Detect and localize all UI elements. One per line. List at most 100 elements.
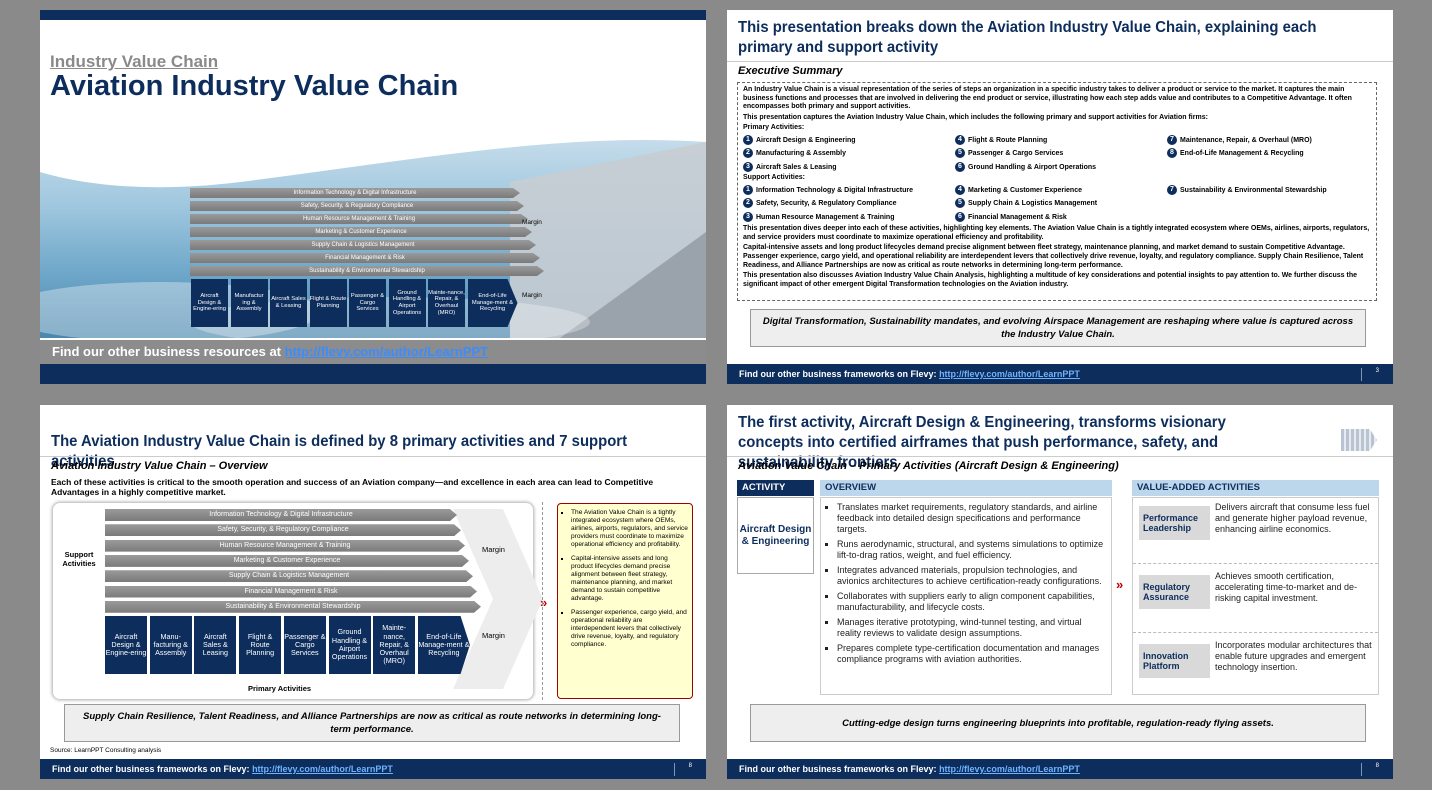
support-bar: Marketing & Customer Experience xyxy=(105,555,469,567)
number-badge: 6 xyxy=(955,161,965,172)
slide-title: The Aviation Industry Value Chain is def… xyxy=(51,433,628,470)
item-label: End-of-Life Management & Recycling xyxy=(1180,150,1304,158)
primary-box: Flight & Route Planning xyxy=(309,279,347,327)
item-label: Passenger & Cargo Services xyxy=(968,150,1064,158)
support-bar: Financial Management & Risk xyxy=(105,586,477,598)
page-number: 8 xyxy=(673,763,692,776)
margin-label: Margin xyxy=(482,631,505,640)
list-item xyxy=(1167,198,1379,208)
overview-bullet: Prepares complete type-certification doc… xyxy=(837,643,1107,665)
dashed-divider xyxy=(542,502,543,700)
primary-box: Ground Handling & Airport Operations xyxy=(388,279,426,327)
va-text: Delivers aircraft that consume less fuel… xyxy=(1215,502,1370,534)
divider xyxy=(727,456,1393,457)
item-label: Financial Management & Risk xyxy=(968,213,1067,221)
support-bar: Information Technology & Digital Infrast… xyxy=(105,509,457,521)
flevy-link[interactable]: http://flevy.com/author/LearnPPT xyxy=(939,369,1080,379)
intro-text: Each of these activities is critical to … xyxy=(51,477,654,497)
overview-bullet: Integrates advanced materials, propulsio… xyxy=(837,565,1107,587)
flevy-link[interactable]: http://flevy.com/author/LearnPPT xyxy=(284,344,489,359)
va-label: Regulatory Assurance xyxy=(1139,575,1210,609)
primary-box: Mainte-nance, Repair, & Overhaul (MRO) xyxy=(373,616,416,674)
number-badge: 6 xyxy=(955,211,965,222)
support-bar: Human Resource Management & Training xyxy=(190,214,528,224)
overview-panel: Translates market requirements, regulato… xyxy=(820,497,1112,695)
footer-bar xyxy=(40,364,706,384)
list-item xyxy=(1167,162,1379,172)
number-badge: 4 xyxy=(955,134,965,145)
support-bar: Supply Chain & Logistics Management xyxy=(190,240,536,250)
page-title: Aviation Industry Value Chain xyxy=(50,70,459,102)
item-label: Supply Chain & Logistics Management xyxy=(968,200,1098,208)
resources-banner: Find our other business resources at htt… xyxy=(40,340,706,364)
support-bar: Supply Chain & Logistics Management xyxy=(105,570,473,582)
overview-header: OVERVIEW xyxy=(820,480,1112,496)
primary-box: End-of-Life Manage-ment & Recycling xyxy=(467,279,518,327)
primary-box: Passenger & Cargo Services xyxy=(283,616,326,674)
item-label: Manufacturing & Assembly xyxy=(756,150,846,158)
top-band xyxy=(40,10,706,20)
support-bar: Safety, Security, & Regulatory Complianc… xyxy=(190,201,524,211)
source-note: Source: LearnPPT Consulting analysis xyxy=(50,747,162,754)
item-label: Sustainability & Environmental Stewardsh… xyxy=(1180,186,1327,194)
item-label: Ground Handling & Airport Operations xyxy=(968,163,1097,171)
flevy-link[interactable]: http://flevy.com/author/LearnPPT xyxy=(252,764,393,774)
support-label: Support Activities xyxy=(62,550,96,568)
va-label: Performance Leadership xyxy=(1139,506,1210,540)
footer: Find our other business frameworks on Fl… xyxy=(727,364,1393,384)
slide-title: This presentation breaks down the Aviati… xyxy=(738,19,1317,56)
flevy-link[interactable]: http://flevy.com/author/LearnPPT xyxy=(939,764,1080,774)
primary-box: Aircraft Sales & Leasing xyxy=(270,279,307,327)
primary-box: Aircraft Sales & Leasing xyxy=(194,616,237,674)
margin-chevron xyxy=(453,509,543,689)
primary-box: Ground Handling & Airport Operations xyxy=(328,616,371,674)
va-text: Achieves smooth certification, accelerat… xyxy=(1215,571,1358,603)
slide-title[interactable]: Industry Value Chain Aviation Industry V… xyxy=(40,10,706,384)
number-badge: 1 xyxy=(743,184,753,195)
chevron-right-icon: » xyxy=(1116,577,1124,592)
number-badge: 7 xyxy=(1167,134,1177,145)
primary-label: Primary Activities xyxy=(248,684,312,693)
slide-overview[interactable]: The Aviation Industry Value Chain is def… xyxy=(40,405,706,779)
divider xyxy=(40,456,706,457)
slide-aircraft-design[interactable]: The first activity, Aircraft Design & En… xyxy=(727,405,1393,779)
insight-bullet: The Aviation Value Chain is a tightly in… xyxy=(571,509,688,549)
va-header: VALUE-ADDED ACTIVITIES xyxy=(1132,480,1379,496)
summary-box: An Industry Value Chain is a visual repr… xyxy=(737,82,1377,301)
activity-header: ACTIVITY xyxy=(737,480,814,496)
support-bar: Sustainability & Environmental Stewardsh… xyxy=(190,266,544,276)
item-label: Human Resource Management & Training xyxy=(756,213,895,221)
page-number: 3 xyxy=(1360,368,1379,381)
number-badge: 7 xyxy=(1167,184,1177,195)
primary-box: Manu-facturing & Assembly xyxy=(149,616,192,674)
value-chain-diagram: Support Activities Information Technolog… xyxy=(52,502,543,700)
number-badge: 2 xyxy=(743,148,753,159)
primary-box: Mainte-nance, Repair, & Overhaul (MRO) xyxy=(428,279,465,327)
key-callout: Cutting-edge design turns engineering bl… xyxy=(750,704,1366,742)
primary-box: Passenger & Cargo Services xyxy=(349,279,386,327)
number-badge: 1 xyxy=(743,134,753,145)
primary-box: Aircraft Design & Engine-ering xyxy=(105,616,147,674)
overview-bullet: Collaborates with suppliers early to ali… xyxy=(837,591,1107,613)
activity-name: Aircraft Design & Engineering xyxy=(737,497,814,574)
margin-label: Margin xyxy=(482,545,505,554)
slide-executive-summary[interactable]: This presentation breaks down the Aviati… xyxy=(727,10,1393,384)
number-badge: 3 xyxy=(743,161,753,172)
primary-box: Manufactur ing & Assembly xyxy=(230,279,268,327)
item-label: Safety, Security, & Regulatory Complianc… xyxy=(756,200,897,208)
overview-bullet: Manages iterative prototyping, wind-tunn… xyxy=(837,617,1107,639)
item-label: Aircraft Design & Engineering xyxy=(756,136,856,144)
support-bar: Financial Management & Risk xyxy=(190,253,540,263)
